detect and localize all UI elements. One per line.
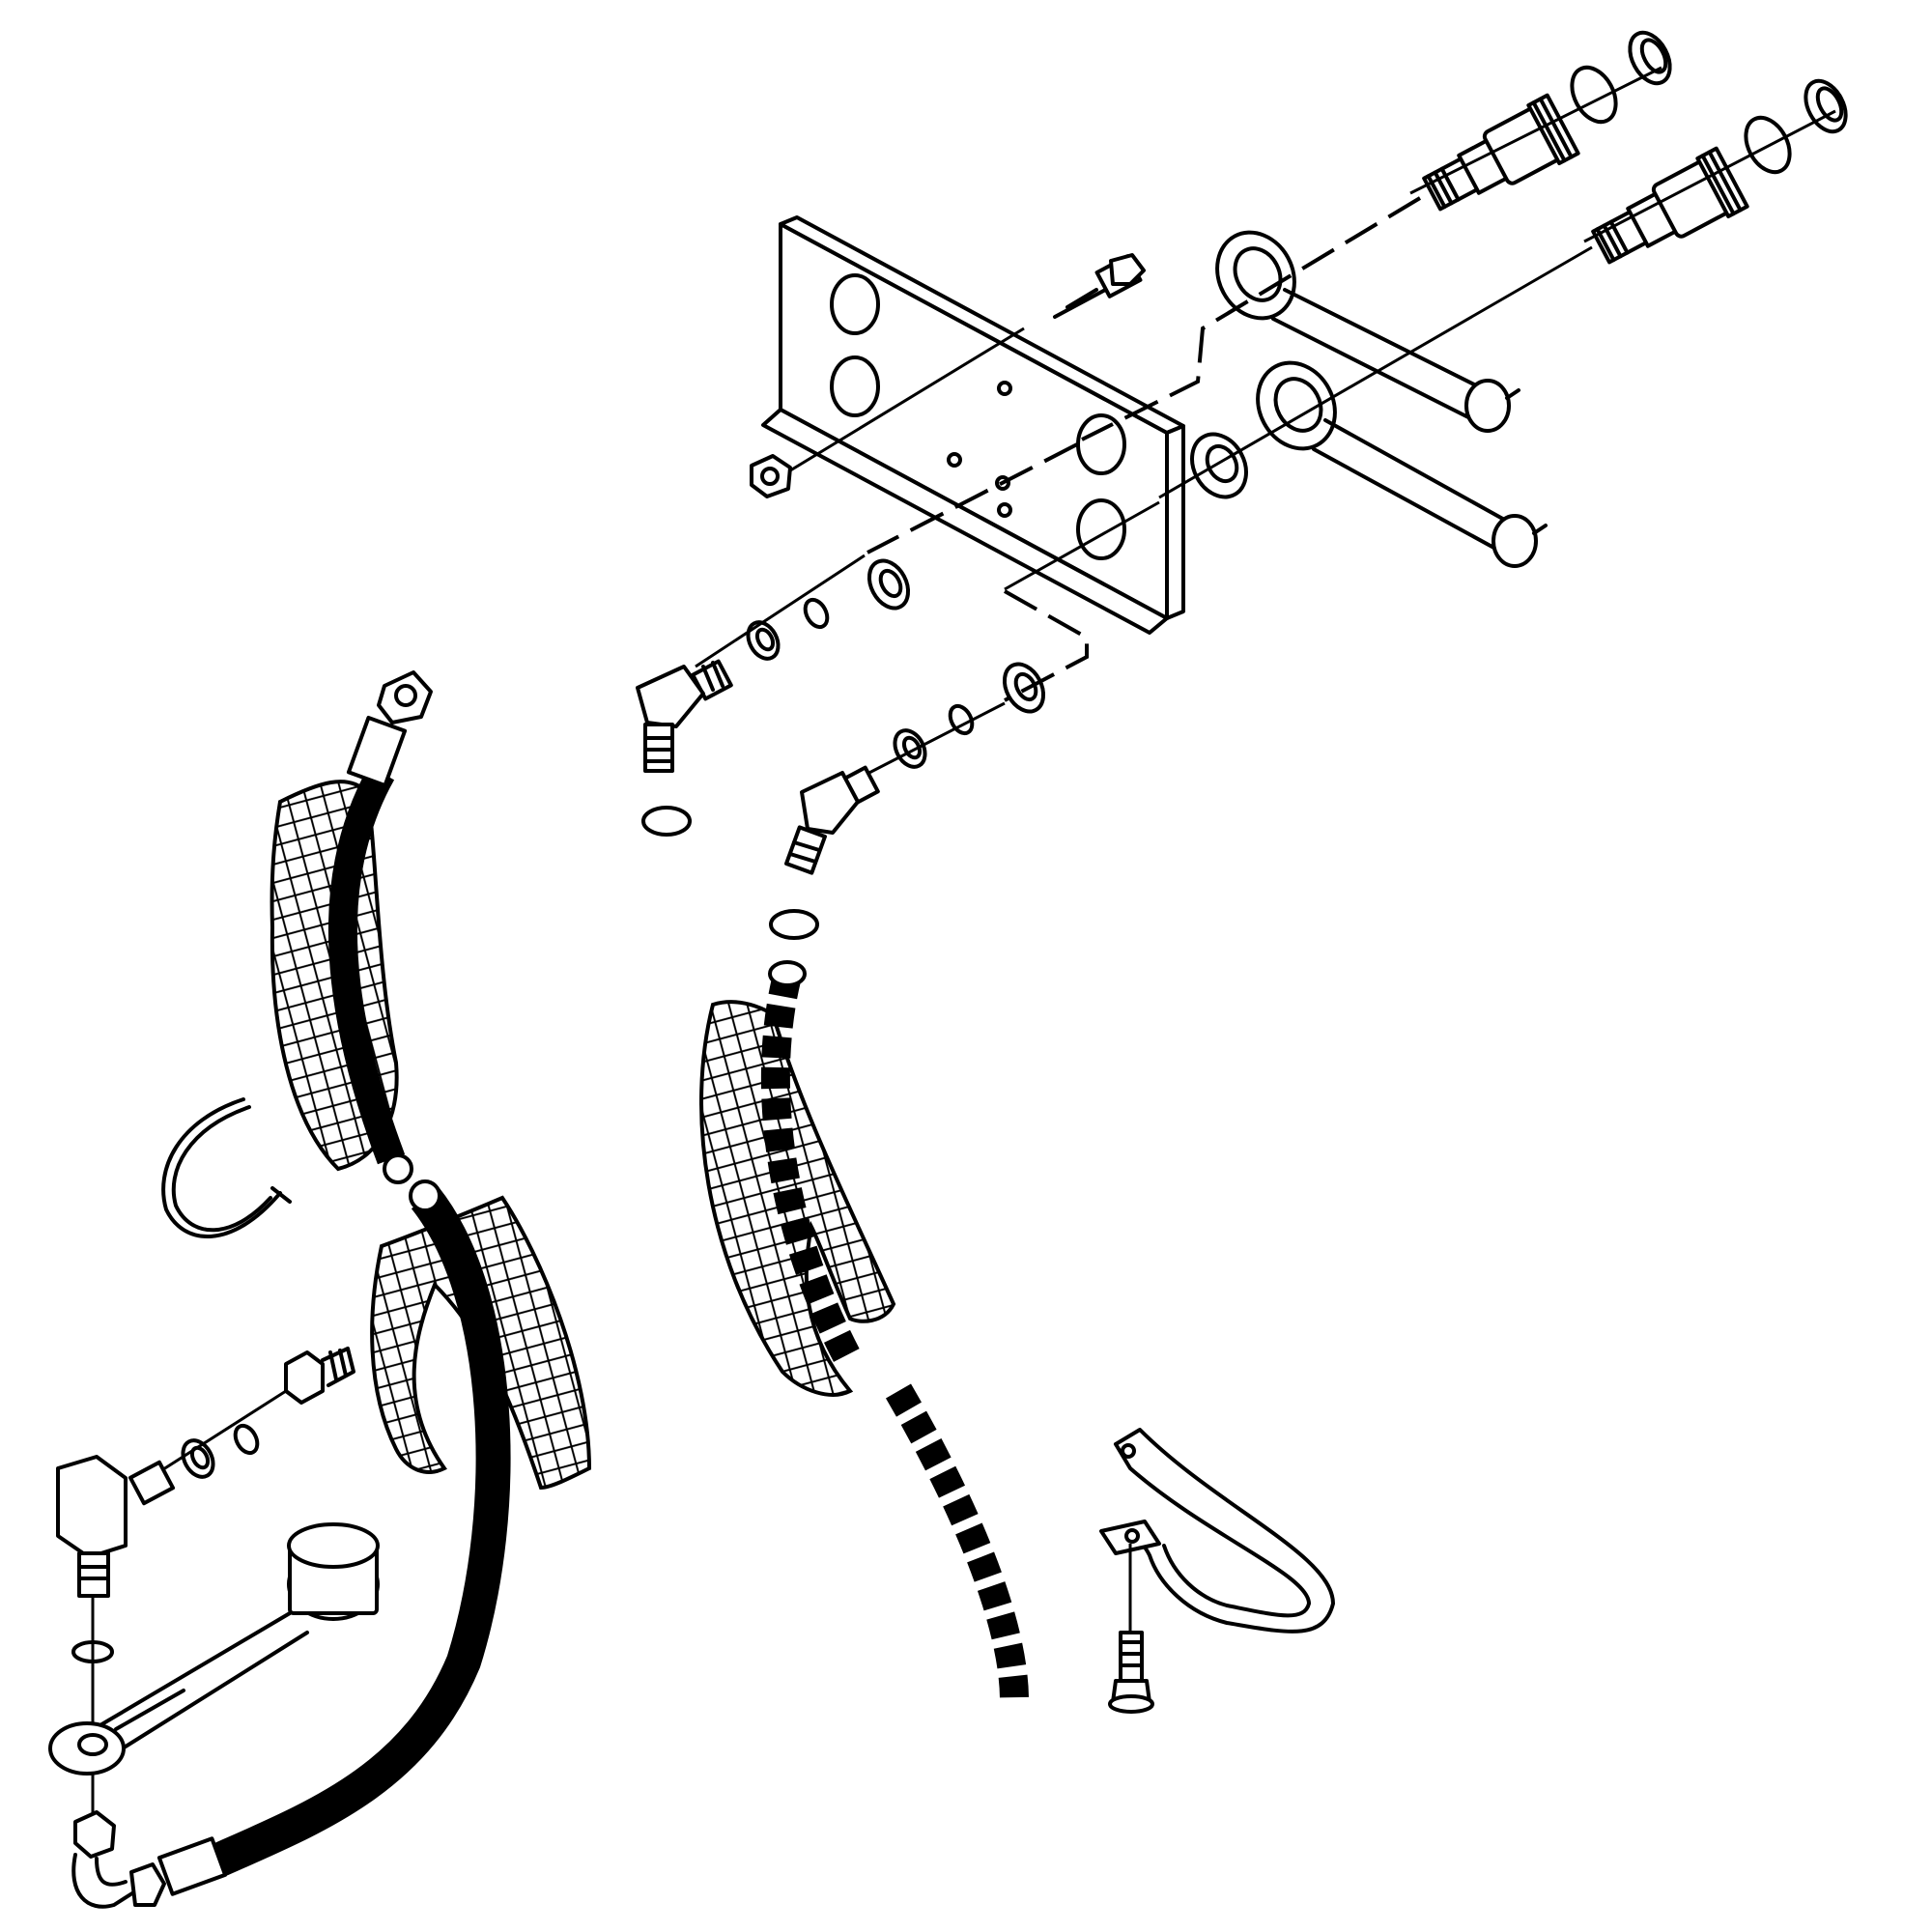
- o-ring: [641, 806, 692, 837]
- coupler-axis-line: [1583, 109, 1836, 243]
- dust-cap: [1628, 30, 1672, 86]
- seal-washer: [893, 728, 927, 769]
- o-ring: [769, 909, 819, 940]
- elbow-fitting-45: [784, 765, 880, 875]
- hydraulic-hose: [760, 960, 1029, 1701]
- seal-washer: [1002, 662, 1046, 714]
- o-ring: [71, 1640, 114, 1663]
- adapter-fitting: [346, 670, 433, 788]
- adapter-fitting: [284, 1347, 355, 1405]
- hex-flange-nut: [750, 454, 792, 498]
- coupler-axis-line: [1158, 245, 1593, 499]
- bolt-leader-line: [777, 327, 1025, 480]
- hydraulic-hose: [327, 765, 413, 1184]
- dust-cap-plug: [1215, 230, 1520, 433]
- quick-coupler: [1422, 93, 1580, 212]
- o-ring: [233, 1423, 260, 1456]
- dust-cap-plug: [1256, 360, 1548, 568]
- dust-cap: [1804, 78, 1848, 134]
- cap-screw: [1108, 1631, 1154, 1714]
- fitting-axis-line: [859, 701, 1006, 780]
- hose-clamp-strap: [1099, 1428, 1335, 1634]
- snap-ring: [161, 1097, 292, 1238]
- o-ring: [948, 703, 975, 736]
- elbow-fitting-90: [71, 1810, 228, 1909]
- elbow-fitting-90: [56, 1455, 176, 1598]
- coupler-dash-line: [867, 442, 1078, 554]
- hose-clamp-strap: [48, 1522, 380, 1776]
- coupler-axis-line: [1409, 66, 1662, 195]
- fitting-dash-line: [1004, 589, 1089, 702]
- adapter-axis-line: [149, 1389, 287, 1480]
- fitting-axis-line: [1004, 500, 1160, 591]
- seal-washer: [746, 620, 781, 661]
- hydraulic-hose: [213, 1179, 511, 1876]
- o-ring: [1570, 65, 1618, 125]
- quick-coupler: [1591, 146, 1749, 265]
- seal-washer: [867, 558, 911, 611]
- elbow-fitting-90: [636, 659, 733, 773]
- mounting-bracket: [761, 215, 1185, 635]
- seal-washer: [181, 1438, 215, 1479]
- coupler-dash-line: [1081, 196, 1422, 441]
- o-ring: [803, 597, 830, 630]
- fitting-axis-line: [695, 554, 866, 668]
- hex-flange-bolt: [1053, 253, 1146, 319]
- seal-washer: [1190, 432, 1248, 499]
